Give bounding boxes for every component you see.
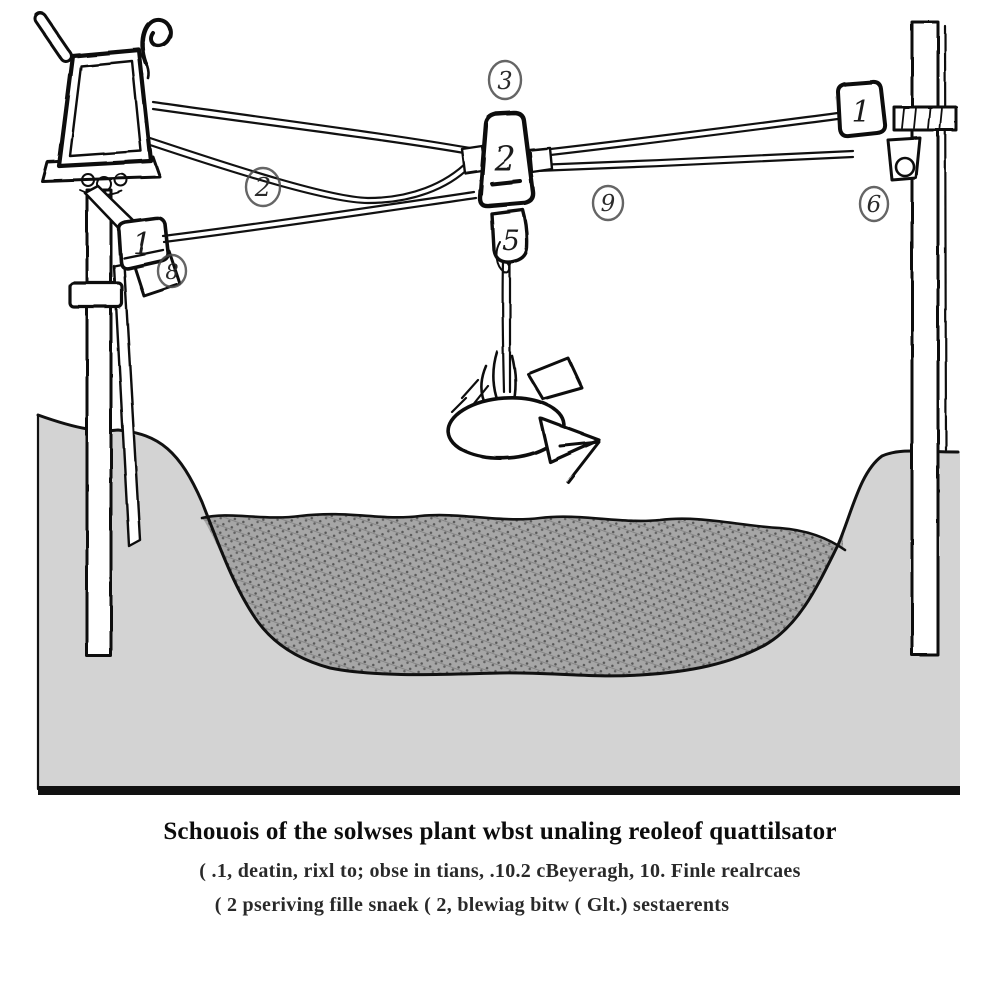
track-cable-left-a xyxy=(151,100,472,150)
carrier-number: 2 xyxy=(493,139,516,179)
ground-fill xyxy=(38,415,960,791)
excavator-diagram: 1 2 5 xyxy=(33,11,960,795)
hook-block xyxy=(490,208,529,264)
label-span-right: 9 xyxy=(591,184,625,222)
haul-cable-right-a xyxy=(534,149,855,167)
right-block-number: 1 xyxy=(851,95,870,130)
left-mast-collar xyxy=(68,281,124,309)
winch-house xyxy=(33,11,173,240)
bucket-teeth xyxy=(450,378,490,414)
label-right-lower: 6 xyxy=(858,185,890,223)
label-span-left: 2 xyxy=(244,166,282,208)
haul-cable-right-b xyxy=(534,155,855,173)
carrier-right-clamp xyxy=(528,146,554,174)
top-hook-curl xyxy=(140,17,173,65)
figure-caption: Schouois of the solwses plant wbst unali… xyxy=(0,818,1000,928)
circled-labels: 2 8 3 9 6 xyxy=(156,59,890,289)
bucket-flap xyxy=(526,356,584,401)
ground-surface-line xyxy=(36,413,960,678)
sediment-top-line xyxy=(200,512,847,552)
label-top-center: 3 xyxy=(487,59,523,101)
svg-text:2: 2 xyxy=(254,173,272,203)
house-body-inner xyxy=(68,59,143,158)
caption-line-3: ( 2 pseriving fille snaek ( 2, blewiag b… xyxy=(214,894,730,916)
block-slot xyxy=(122,248,165,260)
bucket-fin-lower xyxy=(558,440,601,484)
left-block-number: 1 xyxy=(132,227,151,262)
left-mast-pole xyxy=(85,188,113,658)
track-cable-right-a xyxy=(531,110,848,153)
svg-text:8: 8 xyxy=(165,260,178,284)
hook-tail xyxy=(140,53,150,80)
caption-line-2: ( .1, deatin, rixl to; obse in tians, .1… xyxy=(199,860,801,882)
bucket-body xyxy=(446,396,566,460)
sediment-fill xyxy=(202,514,845,676)
label-left-small: 8 xyxy=(156,253,188,289)
drop-cable-a xyxy=(501,260,506,394)
terrain xyxy=(36,413,960,795)
right-mast: 1 xyxy=(836,20,958,657)
track-cable-left-b xyxy=(151,107,472,156)
lever-arm xyxy=(36,14,70,60)
svg-text:6: 6 xyxy=(867,192,882,218)
right-top-sleeve xyxy=(892,105,958,132)
haul-cable-left-b xyxy=(148,143,472,205)
svg-text:3: 3 xyxy=(497,67,512,95)
right-lower-bracket xyxy=(886,136,922,182)
house-body xyxy=(56,47,154,169)
baseline-bar xyxy=(38,786,960,795)
caption-title: Schouois of the solwses plant wbst unali… xyxy=(163,818,837,845)
right-mast-extra-line xyxy=(943,24,948,452)
track-cable-right-b xyxy=(531,116,848,159)
svg-text:9: 9 xyxy=(601,191,616,217)
bucket-fin xyxy=(538,416,601,464)
cable-knot xyxy=(495,241,511,274)
scraper-bucket xyxy=(446,350,601,484)
lower-cable-left-b xyxy=(162,196,478,244)
right-block-body xyxy=(836,79,888,139)
carrier-dash xyxy=(490,179,522,186)
carrier-trolley: 2 5 xyxy=(460,110,554,394)
hook-number: 5 xyxy=(502,224,520,257)
left-pulley-block: 1 xyxy=(116,216,182,298)
lower-cable-left-a xyxy=(161,190,476,238)
haul-cable-left-a xyxy=(148,136,470,200)
cables xyxy=(148,100,855,244)
